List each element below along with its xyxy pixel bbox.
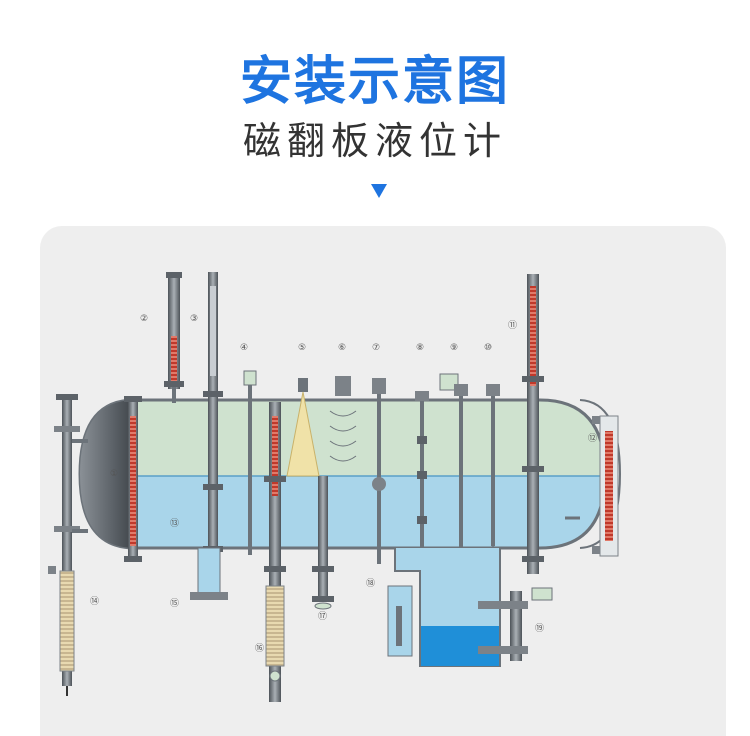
callout-17: ⑰	[318, 611, 327, 622]
radar-cone-5	[286, 378, 320, 477]
right-tall-gauge	[522, 274, 544, 574]
head-mounted-gauge	[124, 396, 142, 562]
ultrasonic-6	[329, 376, 357, 462]
callout-1: ①	[110, 469, 118, 479]
float-7	[372, 378, 386, 564]
right-side-gauge	[565, 415, 619, 557]
callout-3: ③	[190, 314, 198, 324]
callout-19: ⑲	[535, 623, 544, 634]
callout-2: ②	[140, 314, 148, 324]
probe-8	[415, 373, 459, 561]
bottom-right-gauge	[478, 587, 553, 661]
callout-18: ⑱	[366, 578, 375, 589]
page-title: 安装示意图	[239, 52, 510, 112]
callout-8: ⑧	[416, 343, 424, 353]
callout-10: ⑩	[484, 343, 492, 353]
callout-14: ⑭	[90, 596, 99, 607]
gas-space	[80, 400, 605, 476]
center-standpipe	[312, 476, 334, 610]
down-arrow-icon	[371, 184, 387, 198]
left-side-gauge	[48, 394, 88, 696]
liquid-space	[80, 476, 605, 548]
tank-vessel	[78, 398, 622, 550]
callout-16: ⑯	[255, 643, 264, 654]
callout-7: ⑦	[372, 343, 380, 353]
rod-9	[454, 384, 468, 566]
top-gauge-2	[164, 272, 184, 403]
bottom-sump	[190, 547, 501, 667]
callout-4: ④	[240, 343, 248, 353]
diagram-panel: ① ② ③ ④ ⑤ ⑥ ⑦ ⑧ ⑨ ⑩ ⑪ ⑫ ⑬ ⑭ ⑮ ⑯ ⑰ ⑱ ⑲	[40, 226, 726, 736]
callout-5: ⑤	[298, 343, 306, 353]
callout-13: ⑬	[170, 518, 179, 529]
installation-diagram: ① ② ③ ④ ⑤ ⑥ ⑦ ⑧ ⑨ ⑩ ⑪ ⑫ ⑬ ⑭ ⑮ ⑯ ⑰ ⑱ ⑲	[48, 272, 622, 702]
page-subtitle: 磁翻板液位计	[242, 119, 507, 163]
callout-labels: ① ② ③ ④ ⑤ ⑥ ⑦ ⑧ ⑨ ⑩ ⑪ ⑫ ⑬ ⑭ ⑮ ⑯ ⑰ ⑱ ⑲	[90, 314, 597, 654]
probe-4	[243, 370, 257, 555]
callout-11: ⑪	[508, 320, 517, 331]
callout-15: ⑮	[170, 598, 179, 609]
callout-9: ⑨	[450, 343, 458, 353]
callout-6: ⑥	[338, 343, 346, 353]
callout-12: ⑫	[588, 433, 597, 444]
left-dished-head	[80, 400, 135, 548]
center-left-gauge	[264, 402, 286, 702]
